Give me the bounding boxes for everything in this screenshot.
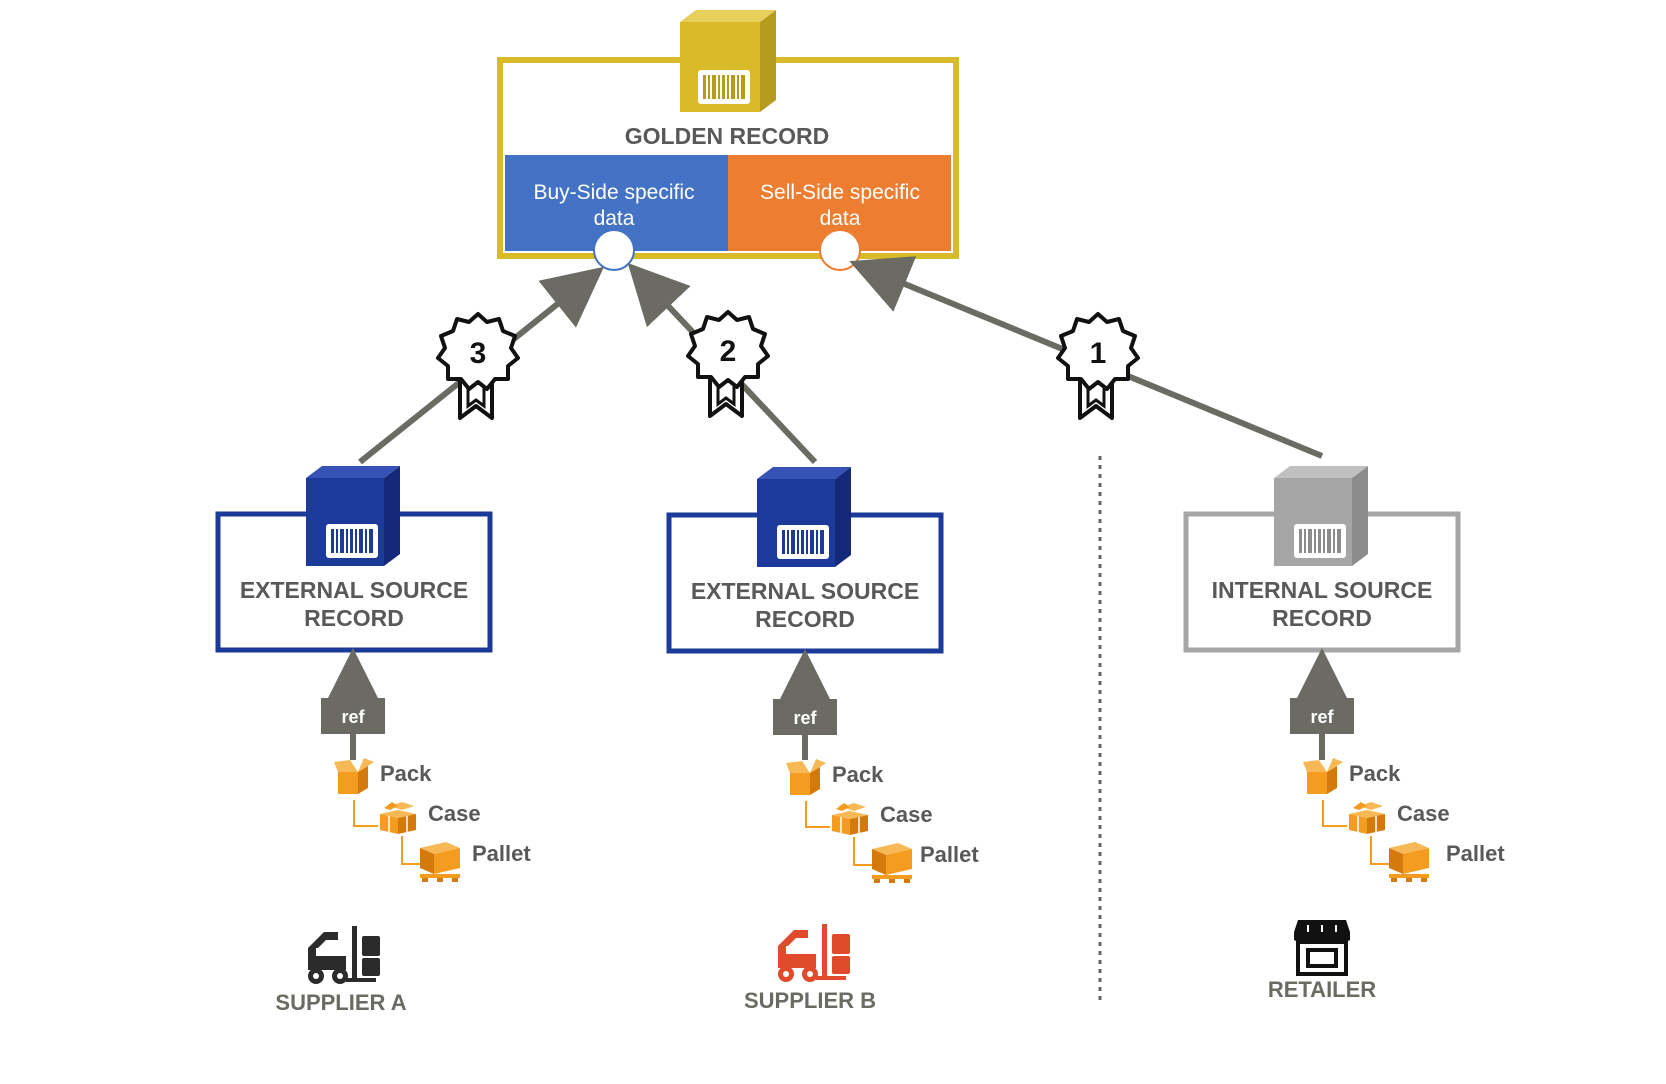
ref-tag — [1290, 698, 1354, 734]
hierarchy-line — [401, 836, 422, 865]
case-label: Case — [880, 802, 933, 827]
case-label: Case — [1397, 801, 1450, 826]
badge-number: 3 — [470, 337, 487, 370]
hierarchy-line — [1370, 836, 1391, 865]
pack-label: Pack — [1349, 761, 1401, 786]
pallet-icon — [872, 843, 912, 883]
barcode-cube-icon — [757, 467, 851, 567]
ref-label: ref — [341, 707, 365, 727]
barcode-cube-icon — [306, 466, 400, 566]
hierarchy-line — [805, 801, 830, 828]
pallet-icon — [420, 842, 460, 882]
buy-side-label-line2: data — [594, 207, 635, 230]
open-box-icon — [1303, 758, 1343, 794]
forklift-icon — [778, 924, 850, 982]
pallet-label: Pallet — [472, 841, 531, 866]
source-record-title-line2: RECORD — [304, 605, 404, 631]
badge-number: 2 — [720, 335, 737, 368]
open-box-icon — [334, 758, 374, 794]
ref-tag — [321, 698, 385, 734]
sell-side-label-line1: Sell-Side specific — [760, 181, 920, 204]
source-record-supplier-b: EXTERNAL SOURCE RECORD ref Pack Case Pal… — [666, 467, 979, 1013]
source-record-title-line1: EXTERNAL SOURCE — [691, 578, 919, 604]
owner-label: SUPPLIER A — [275, 990, 406, 1015]
pallet-icon — [1389, 842, 1429, 882]
sell-side-connector — [819, 229, 861, 271]
source-record-title-line1: EXTERNAL SOURCE — [240, 577, 468, 603]
forklift-icon — [308, 926, 380, 984]
case-boxes-icon — [379, 801, 417, 835]
source-record-title-line2: RECORD — [1272, 605, 1372, 631]
case-boxes-icon — [1348, 801, 1386, 835]
pack-label: Pack — [832, 762, 884, 787]
owner-label: RETAILER — [1268, 977, 1376, 1002]
ref-label: ref — [1310, 707, 1334, 727]
priority-badge-3: 3 — [436, 312, 520, 420]
case-label: Case — [428, 801, 481, 826]
source-record-title-line1: INTERNAL SOURCE — [1212, 577, 1433, 603]
open-box-icon — [786, 759, 826, 795]
pallet-label: Pallet — [920, 842, 979, 867]
golden-cube-icon — [680, 10, 776, 112]
storefront-icon — [1292, 918, 1352, 976]
ref-tag — [773, 699, 837, 735]
buy-side-connector — [593, 229, 635, 271]
barcode-cube-icon — [1274, 466, 1368, 566]
sell-side-label-line2: data — [820, 207, 861, 230]
priority-badge-1: 1 — [1056, 312, 1140, 420]
hierarchy-line — [353, 800, 378, 827]
pack-label: Pack — [380, 761, 432, 786]
hierarchy-line — [853, 837, 874, 866]
case-boxes-icon — [831, 802, 869, 836]
golden-record-title: GOLDEN RECORD — [625, 123, 829, 149]
source-record-retailer: INTERNAL SOURCE RECORD ref Pack Case Pal… — [1183, 466, 1505, 1002]
priority-badge-2: 2 — [686, 310, 770, 418]
ref-label: ref — [793, 708, 817, 728]
source-record-supplier-a: EXTERNAL SOURCE RECORD ref Pack Case Pal… — [215, 466, 531, 1015]
owner-label: SUPPLIER B — [744, 988, 876, 1013]
golden-record: GOLDEN RECORD Buy-Side specific data Sel… — [497, 10, 959, 271]
buy-side-label-line1: Buy-Side specific — [533, 181, 694, 204]
hierarchy-line — [1322, 800, 1347, 827]
pallet-label: Pallet — [1446, 841, 1505, 866]
source-record-title-line2: RECORD — [755, 606, 855, 632]
badge-number: 1 — [1090, 337, 1107, 370]
